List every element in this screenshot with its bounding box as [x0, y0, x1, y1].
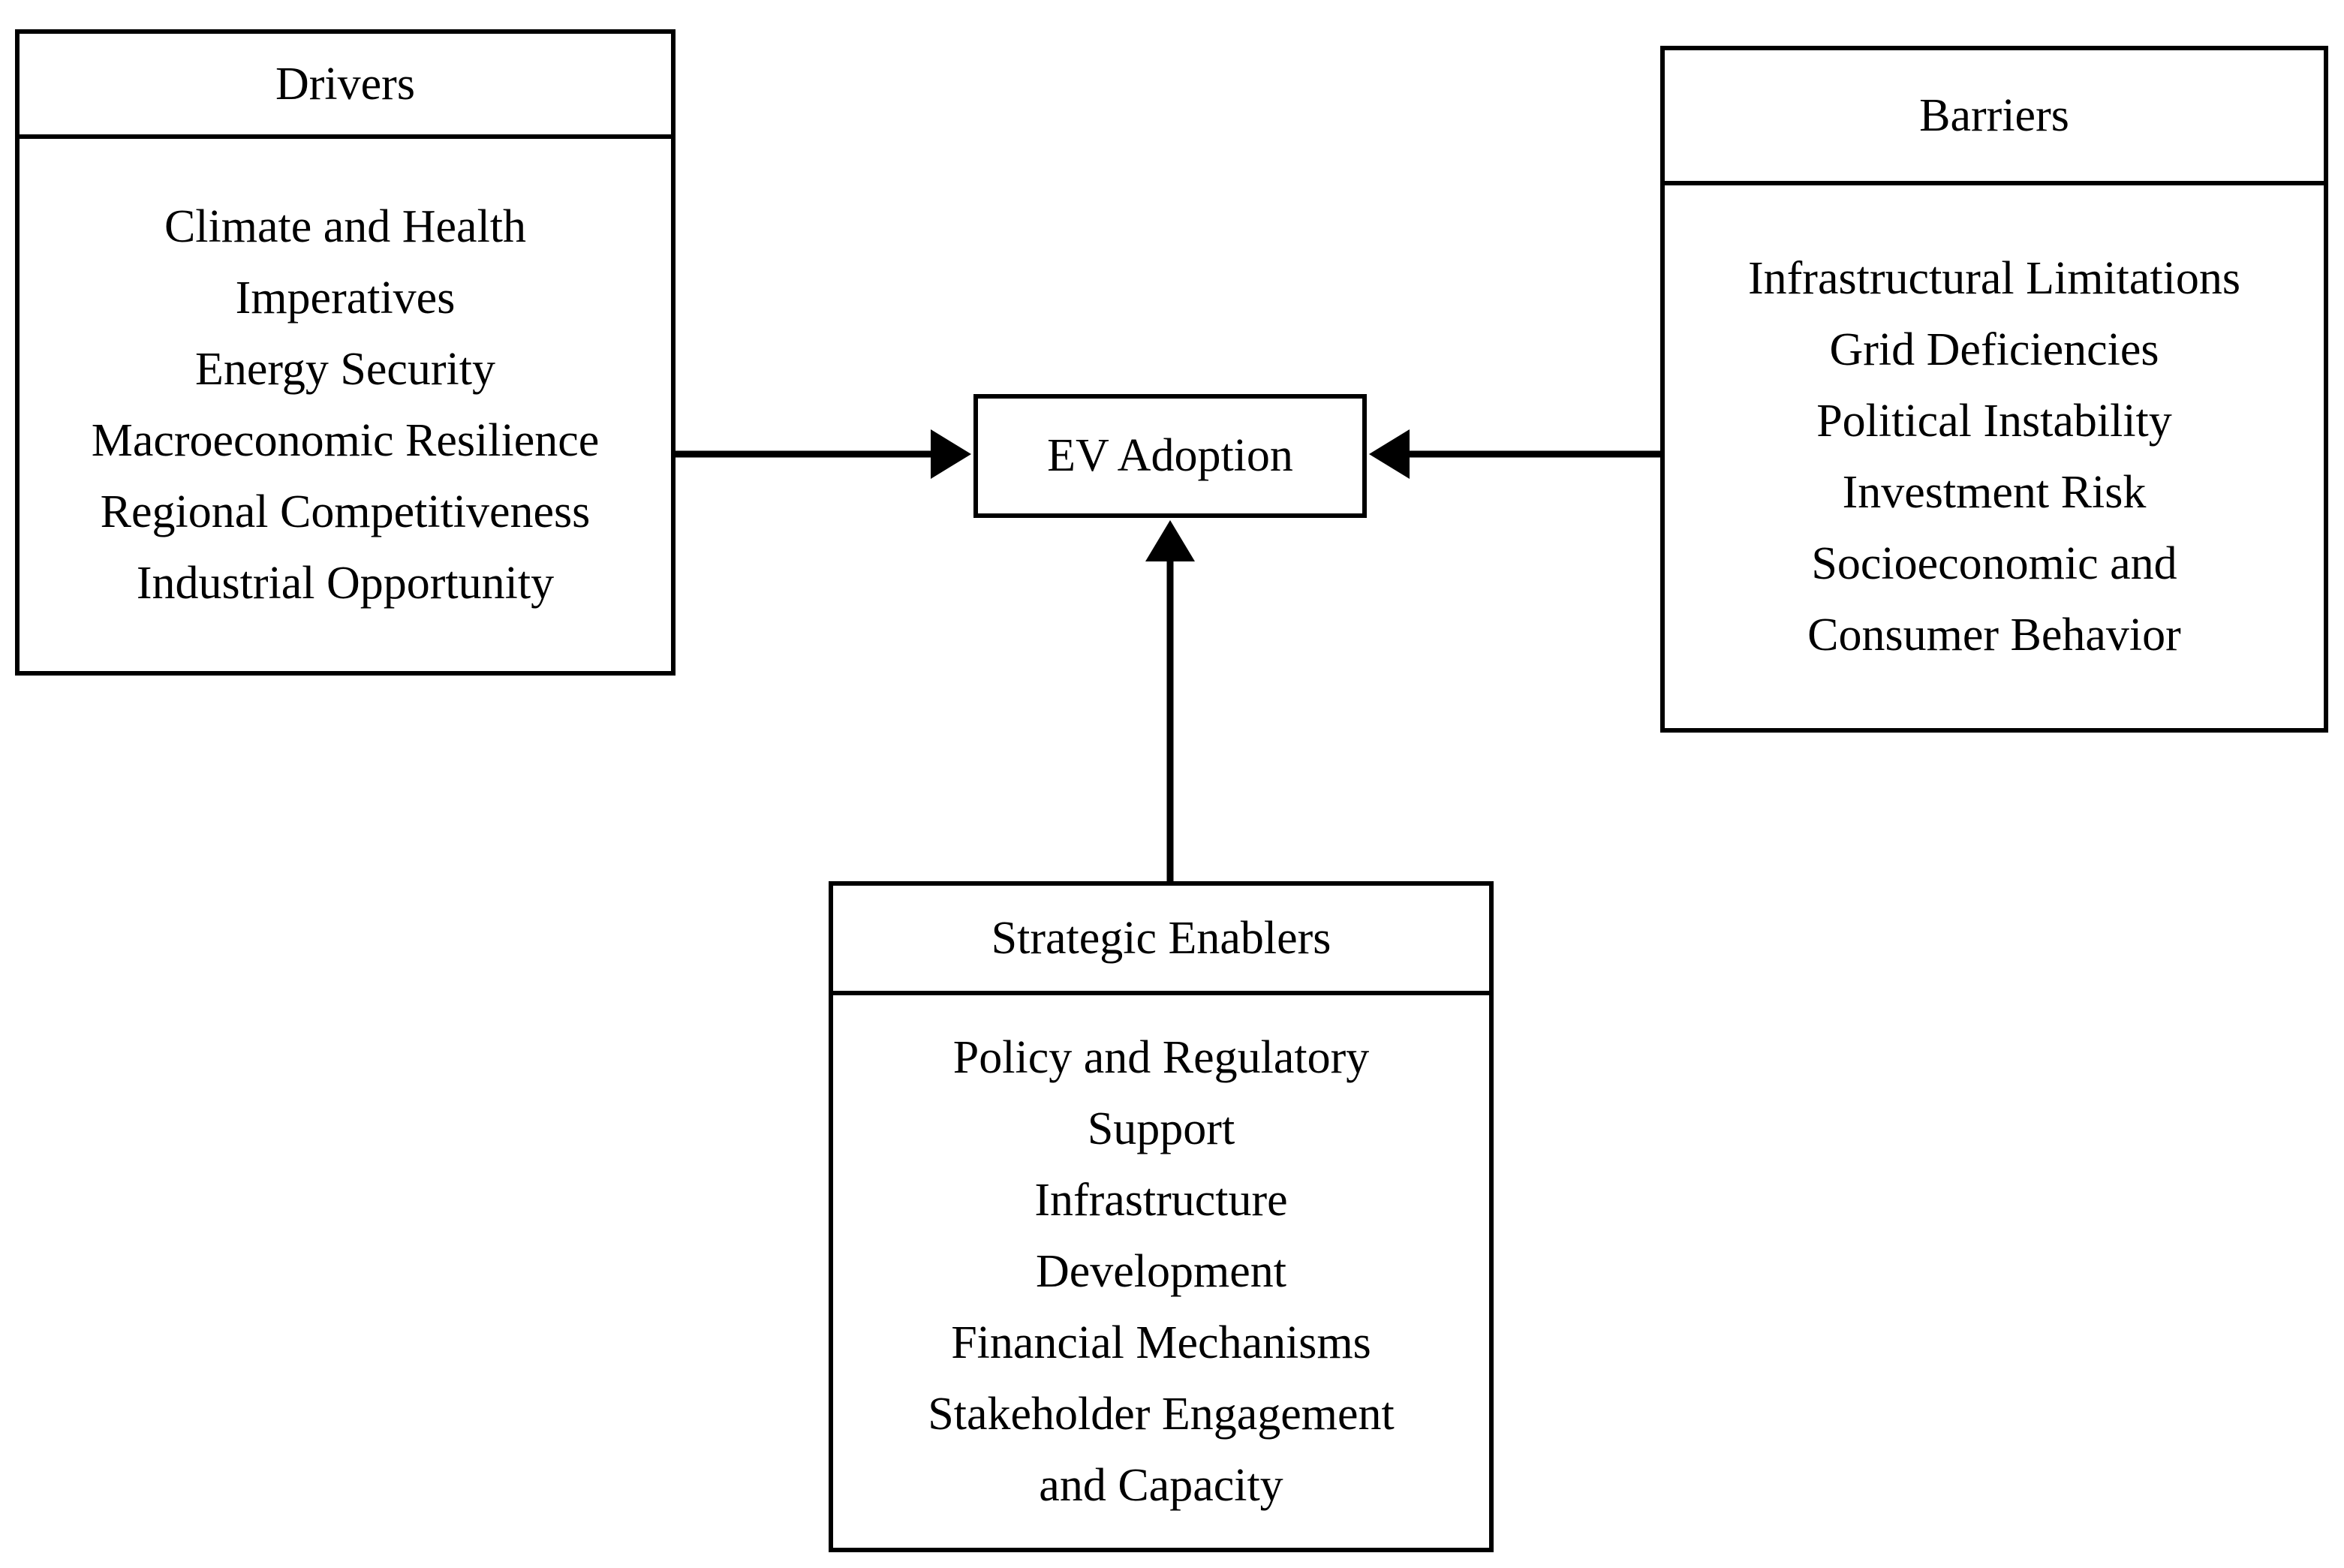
drivers-box-title: Drivers — [20, 34, 671, 139]
enablers-item-line: Policy and Regulatory — [952, 1031, 1370, 1083]
drivers-item-line: Energy Security — [194, 343, 496, 395]
barriers-item-line: Investment Risk — [1842, 466, 2147, 518]
enablers-item-line: Development — [1035, 1245, 1286, 1297]
arrowhead-up-icon — [1145, 520, 1195, 561]
barriers-item-line: Political Instability — [1816, 395, 2172, 447]
barriers-item-line: Grid Deficiencies — [1829, 324, 2159, 375]
ev-adoption-label: EV Adoption — [1047, 430, 1293, 481]
arrowhead-right-icon — [931, 429, 971, 479]
barriers-item-line: Infrastructural Limitations — [1748, 252, 2240, 304]
barriers-item-line: Consumer Behavior — [1807, 609, 2181, 661]
drivers-item-line: Macroeconomic Resilience — [91, 414, 600, 466]
arrow-enablers-to-ev — [1145, 520, 1195, 883]
enablers-item-line: Financial Mechanisms — [951, 1317, 1371, 1368]
strategic-enablers-box: Strategic Enablers Policy and Regulatory… — [829, 881, 1494, 1552]
drivers-item-line: Climate and Health — [164, 200, 527, 252]
enablers-item-line: Stakeholder Engagement — [928, 1388, 1395, 1440]
arrowhead-left-icon — [1369, 429, 1410, 479]
strategic-enablers-box-title: Strategic Enablers — [833, 886, 1489, 995]
enablers-item-line: and Capacity — [1039, 1459, 1283, 1511]
ev-adoption-box: EV Adoption — [973, 394, 1367, 518]
drivers-item-line: Regional Competitiveness — [100, 486, 591, 537]
drivers-item-line: Imperatives — [235, 272, 456, 324]
arrow-drivers-to-ev — [673, 429, 971, 479]
enablers-item-line: Infrastructure — [1034, 1174, 1288, 1226]
drivers-item-line: Industrial Opportunity — [136, 557, 555, 609]
barriers-box-title: Barriers — [1665, 50, 2324, 185]
enablers-item-line: Support — [1087, 1103, 1235, 1154]
arrow-barriers-to-ev — [1369, 429, 1662, 479]
barriers-item-line: Socioeconomic and — [1811, 537, 2177, 589]
